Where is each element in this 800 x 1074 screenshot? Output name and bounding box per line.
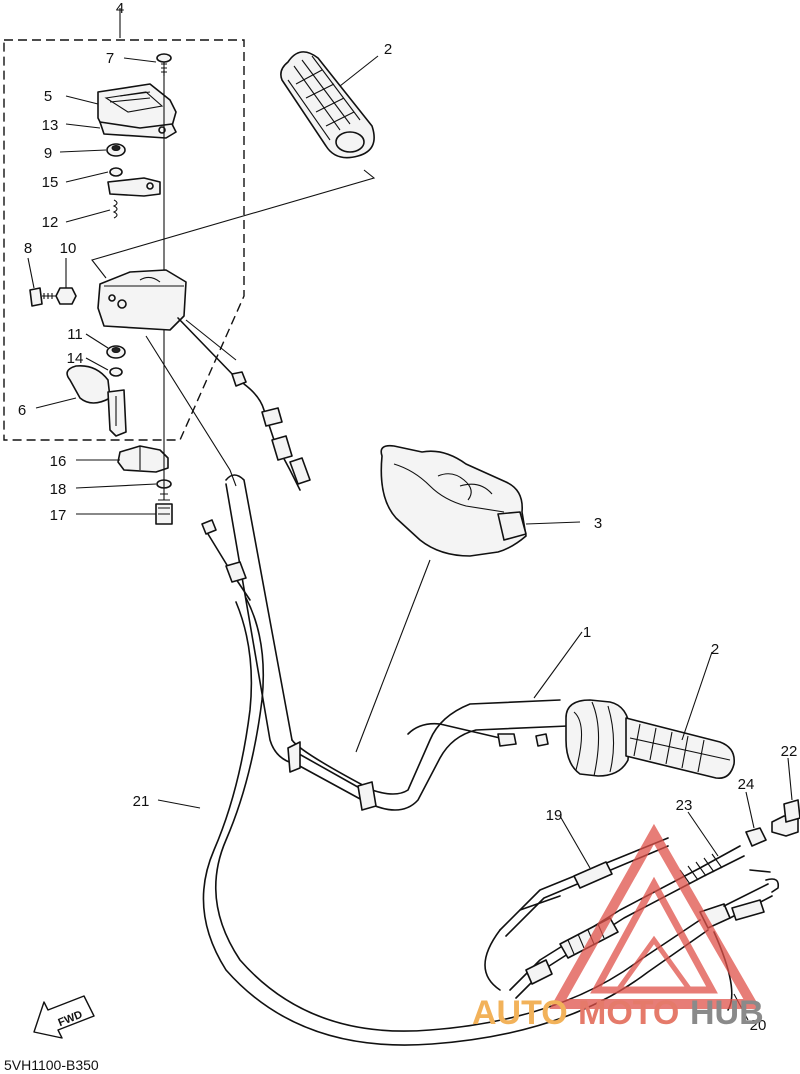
handlebar-cover-3 (380, 444, 527, 557)
callout-3: 3 (594, 515, 602, 532)
nut-9 (106, 143, 126, 157)
throttle-cable (177, 317, 237, 379)
leader-lines (27, 8, 793, 1021)
grip-connection-line (91, 169, 376, 279)
watermark-moto: MOTO (578, 994, 679, 1032)
callout-16: 16 (50, 453, 67, 470)
callout-6: 6 (18, 402, 26, 419)
callout-22: 22 (781, 743, 798, 760)
callout-2-right: 2 (711, 641, 719, 658)
watermark-hub: HUB (690, 994, 764, 1032)
screw-8 (29, 287, 56, 307)
handlebar-1 (225, 474, 569, 811)
callout-5: 5 (44, 88, 52, 105)
assembly-dashed-box (3, 39, 245, 441)
throttle-lever-6 (66, 364, 127, 437)
callout-18: 18 (50, 481, 67, 498)
callout-14: 14 (67, 350, 84, 367)
spring-12 (112, 199, 118, 219)
washer-15 (109, 167, 123, 177)
drawing-code: 5VH1100-B350 (4, 1057, 99, 1073)
callout-9: 9 (44, 145, 52, 162)
callout-13: 13 (42, 117, 59, 134)
grip-top-2 (280, 51, 375, 159)
callout-17: 17 (50, 507, 67, 524)
callout-19: 19 (546, 807, 563, 824)
callout-12: 12 (42, 214, 59, 231)
automotohub-watermark-logo (549, 823, 761, 1009)
callout-1: 1 (583, 624, 591, 641)
cable-19 (484, 837, 669, 991)
callout-4: 4 (116, 0, 124, 17)
screw-7 (156, 53, 172, 76)
callout-labels: 1 2 2 3 4 5 6 7 8 9 10 11 12 13 14 15 16… (18, 0, 798, 1034)
automotohub-watermark-text: AUTO MOTO HUB (472, 994, 764, 1032)
cable-21 (201, 519, 780, 1046)
clamp-16 (117, 445, 169, 473)
callout-10: 10 (60, 240, 77, 257)
adjuster-22 (771, 799, 800, 837)
grip-right-2 (565, 699, 736, 780)
callout-21: 21 (133, 793, 150, 810)
callout-2-top: 2 (384, 41, 392, 58)
nut-24 (745, 827, 767, 847)
nut-10 (55, 287, 77, 305)
watermark-auto: AUTO (472, 994, 568, 1032)
callout-8: 8 (24, 240, 32, 257)
nut-11 (106, 345, 126, 359)
callout-15: 15 (42, 174, 59, 191)
bracket-upper (107, 177, 161, 197)
callout-7: 7 (106, 50, 114, 67)
callout-23: 23 (676, 797, 693, 814)
washer-14 (109, 367, 123, 377)
callout-20: 20 (750, 1017, 767, 1034)
cover-leader-line (355, 559, 431, 753)
callout-11: 11 (67, 326, 83, 343)
switch-housing-lower (97, 269, 187, 331)
callout-24: 24 (738, 776, 755, 793)
fwd-arrow: FWD (33, 995, 95, 1039)
